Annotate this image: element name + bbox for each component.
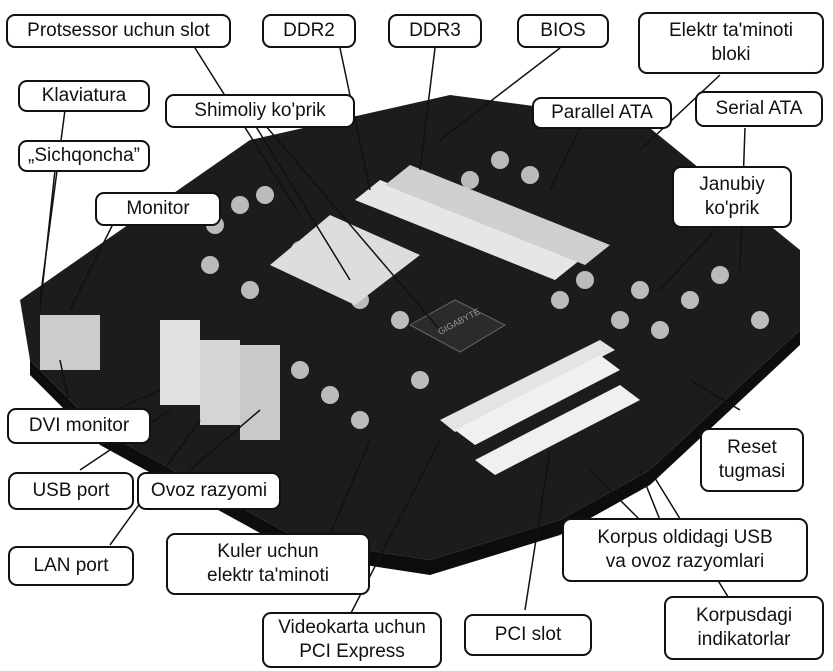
label-case-indicators-line1: Korpusdagi	[696, 604, 792, 628]
label-lan-port: LAN port	[8, 546, 134, 586]
label-north-bridge: Shimoliy ko'prik	[165, 94, 355, 128]
label-dvi-monitor: DVI monitor	[7, 408, 151, 444]
io-usb-stack	[160, 320, 200, 405]
label-ddr2: DDR2	[262, 14, 356, 48]
label-pci-express-line2: PCI Express	[299, 640, 405, 664]
label-pci-slot: PCI slot	[464, 614, 592, 656]
label-mouse: „Sichqoncha”	[18, 140, 150, 172]
label-front-panel: Korpus oldidagi USB va ovoz razyomlari	[562, 518, 808, 582]
io-vga	[40, 315, 100, 370]
label-bios: BIOS	[517, 14, 609, 48]
label-pci-express-line1: Videokarta uchun	[278, 616, 426, 640]
label-cpu-slot: Protsessor uchun slot	[6, 14, 231, 48]
label-monitor: Monitor	[95, 192, 221, 226]
label-south-bridge-line1: Janubiy	[699, 173, 765, 197]
label-pci-express: Videokarta uchun PCI Express	[262, 612, 442, 668]
io-audio-stack	[240, 345, 280, 440]
label-cooler-power-line1: Kuler uchun	[217, 540, 318, 564]
label-case-indicators: Korpusdagi indikatorlar	[664, 596, 824, 660]
label-parallel-ata: Parallel ATA	[532, 97, 672, 129]
label-reset-line2: tugmasi	[719, 460, 786, 484]
label-power-block-line1: Elektr ta'minoti	[669, 19, 793, 43]
label-usb-port: USB port	[8, 472, 134, 510]
label-ddr3: DDR3	[388, 14, 482, 48]
label-power-block-line2: bloki	[711, 43, 750, 67]
label-power-block: Elektr ta'minoti bloki	[638, 12, 824, 74]
label-keyboard: Klaviatura	[18, 80, 150, 112]
label-front-panel-line1: Korpus oldidagi USB	[597, 526, 772, 550]
io-lan-stack	[200, 340, 240, 425]
label-reset-line1: Reset	[727, 436, 777, 460]
label-case-indicators-line2: indikatorlar	[698, 628, 791, 652]
label-cooler-power-line2: elektr ta'minoti	[207, 564, 329, 588]
label-cooler-power: Kuler uchun elektr ta'minoti	[166, 533, 370, 595]
label-south-bridge-line2: ko'prik	[705, 197, 759, 221]
label-south-bridge: Janubiy ko'prik	[672, 166, 792, 228]
label-serial-ata: Serial ATA	[695, 91, 823, 127]
label-reset: Reset tugmasi	[700, 428, 804, 492]
label-front-panel-line2: va ovoz razyomlari	[606, 550, 764, 574]
label-audio-jack: Ovoz razyomi	[137, 472, 281, 510]
